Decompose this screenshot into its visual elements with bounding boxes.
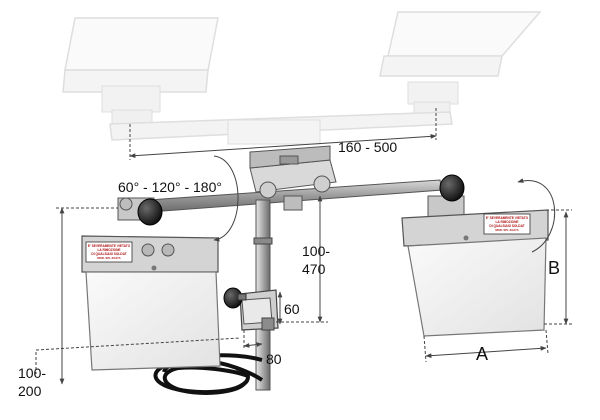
- left-arm-knob: [137, 198, 163, 226]
- warning-line-4: MOD. SPL-DI-67A: [495, 228, 518, 232]
- height-adjust-label-2: 470: [302, 261, 326, 277]
- ghost-extended-assembly: [62, 11, 542, 145]
- clamp-height-label: 60: [284, 301, 300, 317]
- screen-height-label: B: [548, 258, 560, 278]
- ghost-screen-right: [379, 11, 542, 125]
- left-screen-glass: [85, 271, 221, 371]
- vertical-offset-label-1: 100-: [18, 365, 46, 381]
- left-warning-label: E' SEVERAMENTE VIETATO LA RIMOZIONE DI Q…: [85, 241, 133, 263]
- right-warning-label: E' SEVERAMENTE VIETATO LA RIMOZIONE DI Q…: [483, 213, 531, 235]
- warning-line-3: DI QUALSIASI SOLDAT: [489, 224, 524, 228]
- warning-line-2: LA RIMOZIONE: [495, 220, 518, 224]
- clamp-width-label: 80: [266, 351, 282, 367]
- rotation-label: 60° - 120° - 180°: [118, 179, 222, 195]
- warning-line-3: DI QUALSIASI SOLDAT: [91, 252, 126, 256]
- right-screen-glass: [407, 237, 547, 337]
- warning-line-2: LA RIMOZIONE: [97, 248, 120, 252]
- dimension-lines: [35, 108, 572, 385]
- ghost-center-block: [227, 119, 321, 145]
- left-indicator-2: [161, 243, 175, 257]
- screen-width-label: A: [476, 344, 488, 364]
- right-arm-knob: [439, 174, 465, 202]
- height-adjust-label-1: 100-: [302, 243, 330, 259]
- ghost-screen-left: [62, 17, 219, 133]
- warning-line-1: E' SEVERAMENTE VIETATO: [486, 216, 529, 220]
- dimension-labels: 160 - 500 60° - 120° - 180° 100- 470 60 …: [18, 139, 560, 399]
- warning-line-1: E' SEVERAMENTE VIETATO: [88, 244, 131, 248]
- left-indicator-1: [141, 243, 155, 257]
- arm-span-label: 160 - 500: [338, 139, 397, 155]
- table-clamp: [223, 287, 279, 331]
- warning-line-4: MOD. SPL-DI-67A: [97, 256, 120, 260]
- right-screen-assembly: E' SEVERAMENTE VIETATO LA RIMOZIONE DI Q…: [401, 174, 549, 337]
- vertical-offset-label-2: 200: [18, 383, 42, 399]
- left-screen-assembly: E' SEVERAMENTE VIETATO LA RIMOZIONE DI Q…: [81, 197, 221, 371]
